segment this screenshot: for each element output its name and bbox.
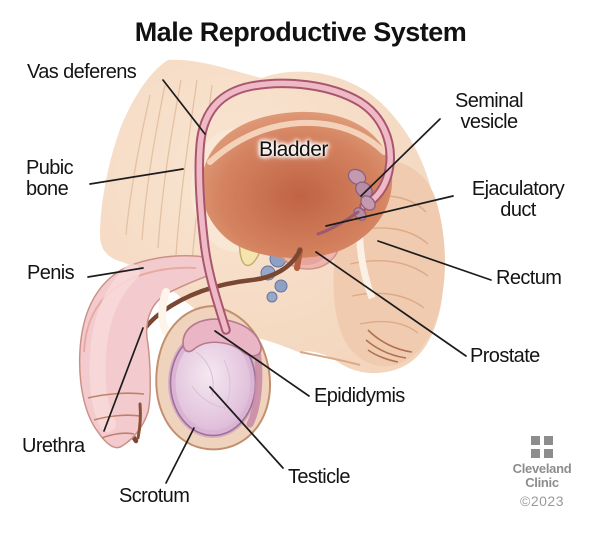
cleveland-clinic-logo-icon (531, 436, 553, 458)
leader-scrotum (165, 427, 195, 484)
leader-seminal-vesicle (360, 118, 441, 197)
leader-epididymis (214, 330, 310, 397)
diagram-title: Male Reproductive System (134, 17, 467, 47)
label-scrotum: Scrotum (119, 485, 190, 507)
leader-vas-deferens (162, 79, 206, 135)
label-ejaculatory-duct: Ejaculatory duct (471, 178, 565, 221)
watermark-name-line1: Cleveland (512, 461, 572, 476)
leader-pubic-bone (89, 168, 184, 185)
watermark-year: ©2023 (520, 493, 564, 509)
leader-ejaculatory-duct (325, 195, 454, 227)
leader-lines (87, 79, 492, 484)
leader-testicle (209, 386, 284, 469)
label-seminal-vesicle: Seminal vesicle (454, 90, 524, 133)
label-testicle: Testicle (288, 466, 350, 488)
label-vas-deferens: Vas deferens (27, 61, 137, 83)
testicle-shape (168, 328, 258, 438)
label-bladder: Bladder (259, 138, 328, 161)
label-urethra: Urethra (22, 435, 85, 457)
spermatic-cord-shape (158, 288, 174, 340)
penis-shape (78, 255, 211, 449)
leader-prostate (315, 251, 467, 357)
leader-penis (87, 267, 144, 278)
label-penis: Penis (27, 262, 75, 284)
vas-deferens-shape (194, 78, 395, 335)
label-rectum: Rectum (496, 267, 562, 289)
cleveland-clinic-watermark: Cleveland Clinic ©2023 (500, 436, 584, 509)
label-pubic-bone: Pubic bone (26, 157, 74, 200)
label-epididymis: Epididymis (314, 385, 405, 407)
watermark-name-line2: Clinic (525, 475, 559, 490)
label-prostate: Prostate (470, 345, 540, 367)
leader-urethra (103, 327, 144, 432)
leader-rectum (377, 240, 492, 281)
ejaculatory-duct-shape (316, 210, 360, 236)
seminal-vesicle-shape (347, 168, 376, 221)
